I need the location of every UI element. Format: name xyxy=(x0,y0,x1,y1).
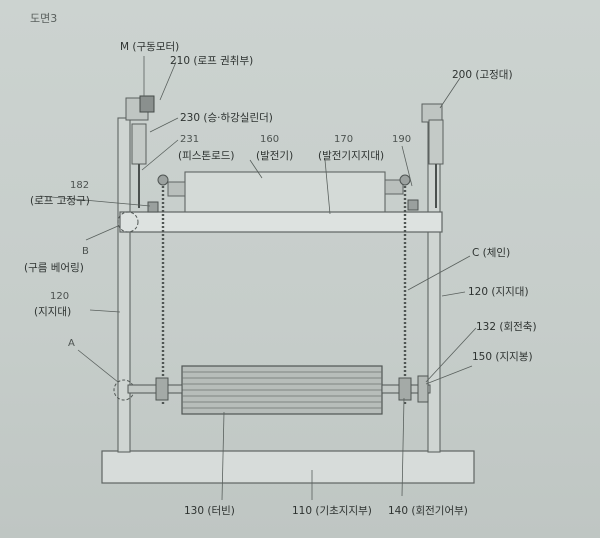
label-support-bar: 150 (지지봉) xyxy=(472,351,533,363)
label-support-right: 120 (지지대) xyxy=(468,286,529,298)
label-120-number: 120 xyxy=(50,291,69,302)
label-piston-rod: (피스톤로드) xyxy=(178,150,235,162)
label-182-number: 182 xyxy=(70,180,89,191)
label-231-number: 231 xyxy=(180,134,199,145)
label-lift-cylinder: 230 (승·하강실린더) xyxy=(180,111,273,124)
label-base-support: 110 (기초지지부) xyxy=(292,505,372,517)
right-support-column xyxy=(427,117,441,453)
generator-support-beam xyxy=(119,211,443,233)
right-rope-fixer xyxy=(407,199,419,211)
left-rope-fixer xyxy=(147,201,159,213)
label-rotating-shaft: 132 (회전축) xyxy=(476,321,537,333)
label-b: B xyxy=(82,246,89,257)
left-lift-cylinder xyxy=(131,123,147,165)
generator-left-shaft xyxy=(167,181,186,197)
label-generator: (발전기) xyxy=(256,150,293,162)
label-rotating-gear: 140 (회전기어부) xyxy=(388,505,468,517)
label-chain: C (체인) xyxy=(472,247,510,259)
base-support xyxy=(101,450,475,484)
label-turbine: 130 (터빈) xyxy=(184,505,235,517)
label-fixing-block: 200 (고정대) xyxy=(452,69,513,81)
figure-title: 도면3 xyxy=(30,12,57,25)
support-bar xyxy=(417,375,429,403)
label-160-number: 160 xyxy=(260,134,279,145)
label-support-left: (지지대) xyxy=(34,306,71,318)
label-guide-bearing: (구름 베어링) xyxy=(24,262,84,274)
leader-lines xyxy=(39,56,477,501)
label-170-number: 170 xyxy=(334,134,353,145)
label-a: A xyxy=(68,338,75,349)
right-upper-sprocket xyxy=(399,174,411,186)
generator-right-shaft xyxy=(384,179,404,195)
left-support-column xyxy=(117,117,131,453)
left-gear xyxy=(155,377,169,401)
drive-motor xyxy=(139,95,155,113)
left-upper-sprocket xyxy=(157,174,169,186)
label-drive-motor: M (구동모터) xyxy=(120,41,179,53)
left-rotating-shaft xyxy=(127,384,183,394)
right-fixing-block xyxy=(421,103,443,123)
label-rope-winder: 210 (로프 권취부) xyxy=(170,55,253,67)
guide-bearing-b xyxy=(117,211,139,233)
label-190-number: 190 xyxy=(392,134,411,145)
label-generator-support: (발전기지지대) xyxy=(318,150,384,162)
right-lift-cylinder xyxy=(428,119,444,165)
rotating-gear xyxy=(398,377,412,401)
label-rope-fixer: (로프 고정구) xyxy=(30,195,90,207)
generator xyxy=(184,171,386,215)
turbine-blades xyxy=(182,371,382,409)
